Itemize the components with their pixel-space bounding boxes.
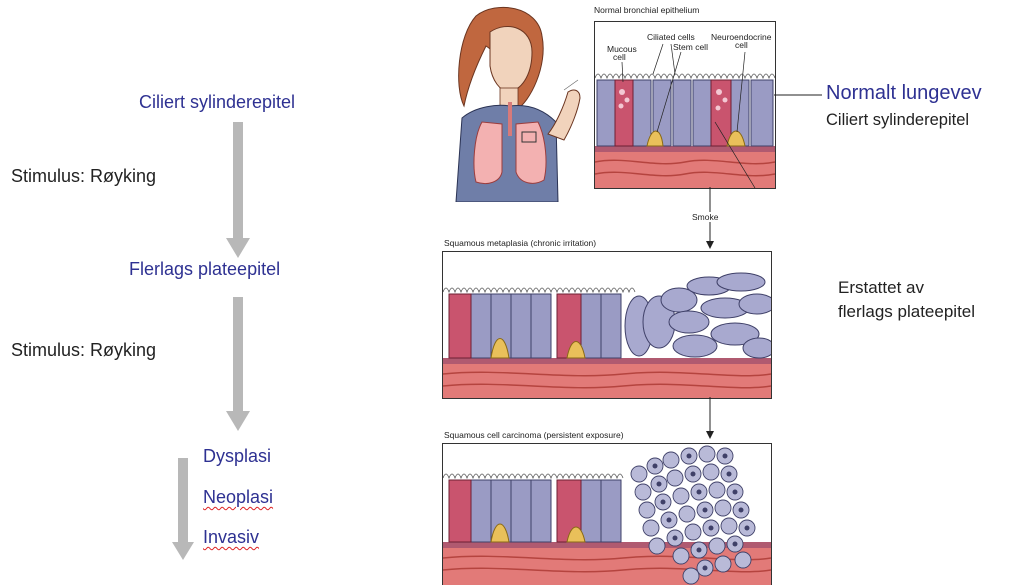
label-mucous-cell: cell — [613, 52, 626, 62]
panel-squamous-carcinoma — [442, 443, 772, 585]
connector-line — [774, 90, 824, 100]
panel2-title: Squamous metaplasia (chronic irritation) — [444, 238, 596, 248]
stimulus-smoking-1: Stimulus: Røyking — [11, 166, 156, 187]
down-arrow-3 — [172, 458, 194, 562]
panel3-title: Squamous cell carcinoma (persistent expo… — [444, 430, 624, 440]
down-arrow-1 — [226, 122, 250, 262]
replaced-by-line1: Erstattet av — [838, 278, 924, 298]
stage-dysplasia: Dysplasi — [203, 446, 271, 467]
normal-lung-tissue-title: Normalt lungevev — [826, 82, 982, 105]
normal-lung-tissue-subtitle: Ciliert sylinderepitel — [826, 111, 969, 130]
panel1-title: Normal bronchial epithelium — [594, 5, 699, 15]
smoker-illustration — [446, 6, 590, 202]
stage-ciliated-columnar: Ciliert sylinderepitel — [139, 92, 295, 113]
panel-normal-epithelium: Mucous cell Ciliated cells Stem cell Neu… — [594, 21, 776, 189]
smoke-label: Smoke — [690, 212, 720, 222]
stage-neoplasia: Neoplasi — [203, 487, 273, 508]
stage-invasive: Invasiv — [203, 527, 259, 548]
replaced-by-line2: flerlags plateepitel — [838, 302, 975, 322]
label-stem: Stem cell — [673, 42, 708, 52]
label-ciliated: Ciliated cells — [647, 32, 695, 42]
down-arrow-2 — [226, 297, 250, 435]
stage-stratified-squamous: Flerlags plateepitel — [129, 259, 280, 280]
progression-arrow — [702, 397, 718, 441]
panel-squamous-metaplasia — [442, 251, 772, 399]
label-neuroendocrine-cell: cell — [735, 40, 748, 50]
stimulus-smoking-2: Stimulus: Røyking — [11, 340, 156, 361]
